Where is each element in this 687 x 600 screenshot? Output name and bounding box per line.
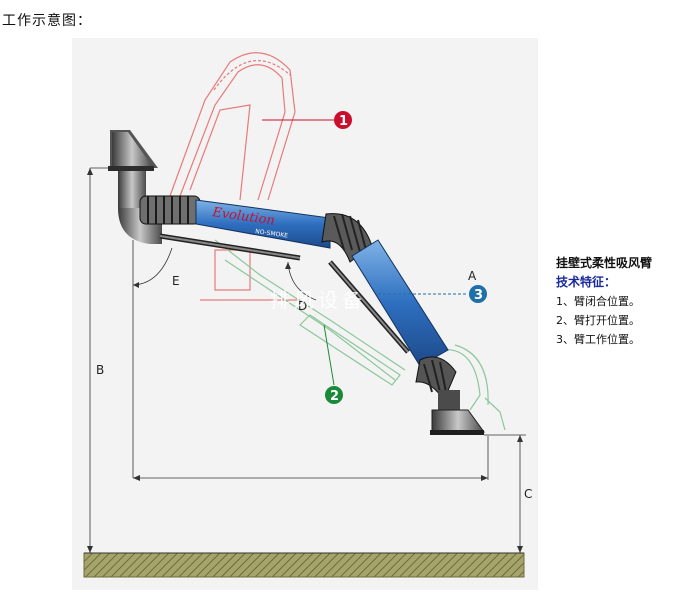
callout-1: 1: [262, 111, 352, 129]
legend-subtitle: 技术特征：: [556, 275, 617, 289]
svg-text:1: 1: [339, 114, 348, 129]
dimension-b-label: B: [96, 363, 104, 377]
legend-title: 挂壁式柔性吸风臂: [556, 256, 653, 270]
callout-3: 3: [378, 285, 487, 303]
svg-text:2: 2: [330, 389, 339, 404]
extraction-hood: [430, 390, 485, 435]
dimension-arrows: [87, 168, 523, 553]
legend-item: 3、臂工作位置。: [556, 333, 640, 346]
dimension-d-label: D: [298, 299, 307, 313]
wall-mount-housing: [108, 130, 162, 244]
bellows-joint-upper: [139, 195, 201, 225]
callout-2: 2: [323, 324, 343, 404]
svg-text:3: 3: [474, 288, 483, 303]
legend: 挂壁式柔性吸风臂 技术特征： 1、臂闭合位置。 2、臂打开位置。 3、臂工作位置…: [556, 254, 652, 349]
arm-label: NO-SMOKE: [255, 228, 289, 240]
watermark: 排风设备: [270, 288, 366, 312]
arm-working-position: Evolution NO-SMOKE: [159, 199, 457, 402]
ghost-closed-position: [169, 52, 300, 301]
dimension-lines: [89, 167, 526, 553]
floor: [83, 552, 525, 578]
legend-item: 1、臂闭合位置。: [556, 295, 640, 308]
dimension-e-label: E: [172, 274, 180, 288]
page-title: 工作示意图：: [2, 13, 92, 29]
dimension-c-label: C: [524, 487, 532, 501]
dimension-a-label: A: [468, 269, 477, 283]
legend-item: 2、臂打开位置。: [556, 314, 640, 327]
